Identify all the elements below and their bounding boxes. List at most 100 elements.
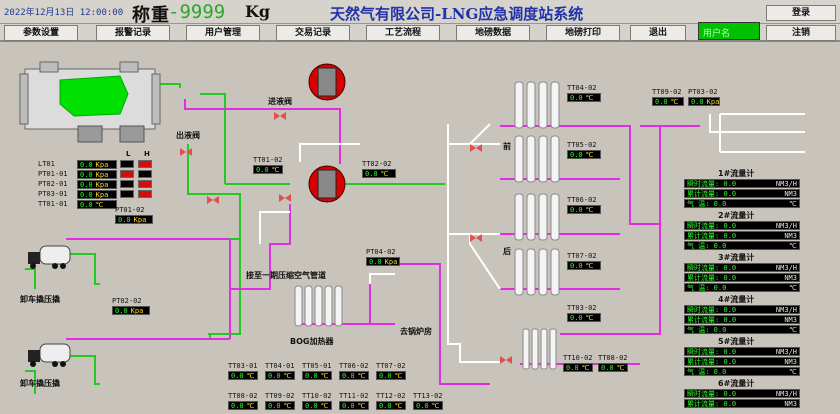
sensor-tag-tt05-02: TT05-02 xyxy=(567,141,597,149)
grid-value-9: 0.0℃ xyxy=(376,401,406,410)
sensor-tag-tt06-02: TT06-02 xyxy=(567,196,597,204)
sensor-tag-tt04-02: TT04-02 xyxy=(567,84,597,92)
weigh-unit: Kg xyxy=(245,2,271,21)
sensor-value-tt02-02: 0.0℃ xyxy=(362,169,396,178)
login-button[interactable]: 登录 xyxy=(766,5,836,21)
tank-tag-4: TT01-01 xyxy=(38,200,68,208)
grid-tag-1: TT04-01 xyxy=(265,362,295,370)
grid-value-1: 0.0℃ xyxy=(265,371,295,380)
datetime-display: 2022年12月13日 12:00:00 xyxy=(4,8,124,18)
truck-2-graphic xyxy=(28,343,71,367)
sensor-value-tt06-02: 0.0℃ xyxy=(567,205,601,214)
grid-tag-10: TT13-02 xyxy=(413,392,443,400)
tank-tag-0: LT01 xyxy=(38,160,55,168)
col-h-label: H xyxy=(144,150,150,158)
flowmeter-4-title: 4#流量计 xyxy=(718,295,755,304)
logout-button[interactable]: 注销 xyxy=(766,25,836,41)
nav-transactions-button[interactable]: 交易记录 xyxy=(276,25,350,41)
sensor-tag-pt03-02: PT03-02 xyxy=(688,88,718,96)
sensor-value-tt09-02: 0.0℃ xyxy=(652,97,684,106)
alarm-indicator xyxy=(120,190,134,198)
lng-tank-graphic xyxy=(19,61,161,143)
valve-icons xyxy=(180,112,512,364)
sensor-value-tt01-02: 0.0℃ xyxy=(253,165,283,174)
tank-tag-1: PT01-01 xyxy=(38,170,68,178)
sensor-value-tt03-02: 0.0℃ xyxy=(567,313,601,322)
sensor-value-tt04-02: 0.0℃ xyxy=(567,93,601,102)
rear-label: 后 xyxy=(503,247,511,256)
grid-value-3: 0.0℃ xyxy=(339,371,369,380)
sensor-tag-pt02-02: PT02-02 xyxy=(112,297,142,305)
flowmeter-1-title: 1#流量计 xyxy=(718,169,755,178)
flowmeter-6-title: 6#流量计 xyxy=(718,379,755,388)
grid-tag-5: TT08-02 xyxy=(228,392,258,400)
sensor-tag-pt04-02: PT04-02 xyxy=(366,248,396,256)
tank-tag-3: PT03-01 xyxy=(38,190,68,198)
nav-alarm-button[interactable]: 报警记录 xyxy=(96,25,170,41)
sensor-tag-tt08-02: TT08-02 xyxy=(598,354,628,362)
weigh-label: 称重 xyxy=(132,5,170,26)
nav-exit-button[interactable]: 退出 xyxy=(630,25,686,41)
sensor-tag-tt03-02: TT03-02 xyxy=(567,304,597,312)
flowmeter-2-temp: 气 温: 0.0℃ xyxy=(684,241,800,250)
nav-params-button[interactable]: 参数设置 xyxy=(4,25,78,41)
username-field[interactable]: 用户名 xyxy=(698,22,760,40)
nav-scale-data-button[interactable]: 地磅数据 xyxy=(456,25,530,41)
sensor-tag-tt10-02: TT10-02 xyxy=(563,354,593,362)
sensor-tag-tt01-02: TT01-02 xyxy=(253,156,283,164)
grid-tag-2: TT05-01 xyxy=(302,362,332,370)
grid-value-8: 0.0℃ xyxy=(339,401,369,410)
grid-tag-7: TT10-02 xyxy=(302,392,332,400)
alarm-indicator xyxy=(138,170,152,178)
grid-tag-3: TT06-02 xyxy=(339,362,369,370)
bog-heater-label: BOG加热器 xyxy=(290,337,334,346)
flowmeter-1-temp: 气 温: 0.0℃ xyxy=(684,199,800,208)
sensor-value-tt05-02: 0.0℃ xyxy=(567,150,601,159)
sensor-tag-tt09-02: TT09-02 xyxy=(652,88,682,96)
col-l-label: L xyxy=(126,150,131,158)
unload-label-2: 卸车撬压撬 xyxy=(20,379,60,388)
grid-value-10: 0.0℃ xyxy=(413,401,443,410)
nav-users-button[interactable]: 用户管理 xyxy=(186,25,260,41)
nav-process-button[interactable]: 工艺流程 xyxy=(366,25,440,41)
grid-value-0: 0.0℃ xyxy=(228,371,258,380)
sensor-value-tt08-02: 0.0℃ xyxy=(598,363,628,372)
alarm-indicator xyxy=(120,170,134,178)
flowmeter-3-temp: 气 温: 0.0℃ xyxy=(684,283,800,292)
grid-value-2: 0.0℃ xyxy=(302,371,332,380)
alarm-indicator xyxy=(138,160,152,168)
magenta-pipes xyxy=(66,99,700,385)
outlet-valve-label: 出液阀 xyxy=(176,131,200,140)
grid-tag-0: TT03-01 xyxy=(228,362,258,370)
weigh-value: -9999 xyxy=(168,1,226,23)
flowmeter-4-temp: 气 温: 0.0℃ xyxy=(684,325,800,334)
nav-scale-print-button[interactable]: 地磅打印 xyxy=(546,25,620,41)
grid-value-6: 0.0℃ xyxy=(265,401,295,410)
inlet-valve-label: 进液阀 xyxy=(268,97,292,106)
sensor-value-tt10-02: 0.0℃ xyxy=(563,363,593,372)
pipe-network xyxy=(19,61,805,394)
unload-label-1: 卸车撬压撬 xyxy=(20,295,60,304)
front-label: 前 xyxy=(503,142,511,151)
flowmeter-5-title: 5#流量计 xyxy=(718,337,755,346)
vaporizer-banks xyxy=(294,81,560,370)
alarm-indicator xyxy=(120,180,134,188)
grid-tag-6: TT09-02 xyxy=(265,392,295,400)
title-bar: 2022年12月13日 12:00:00 称重 -9999 Kg 天然气有限公司… xyxy=(0,0,840,26)
tank-tag-2: PT02-01 xyxy=(38,180,68,188)
